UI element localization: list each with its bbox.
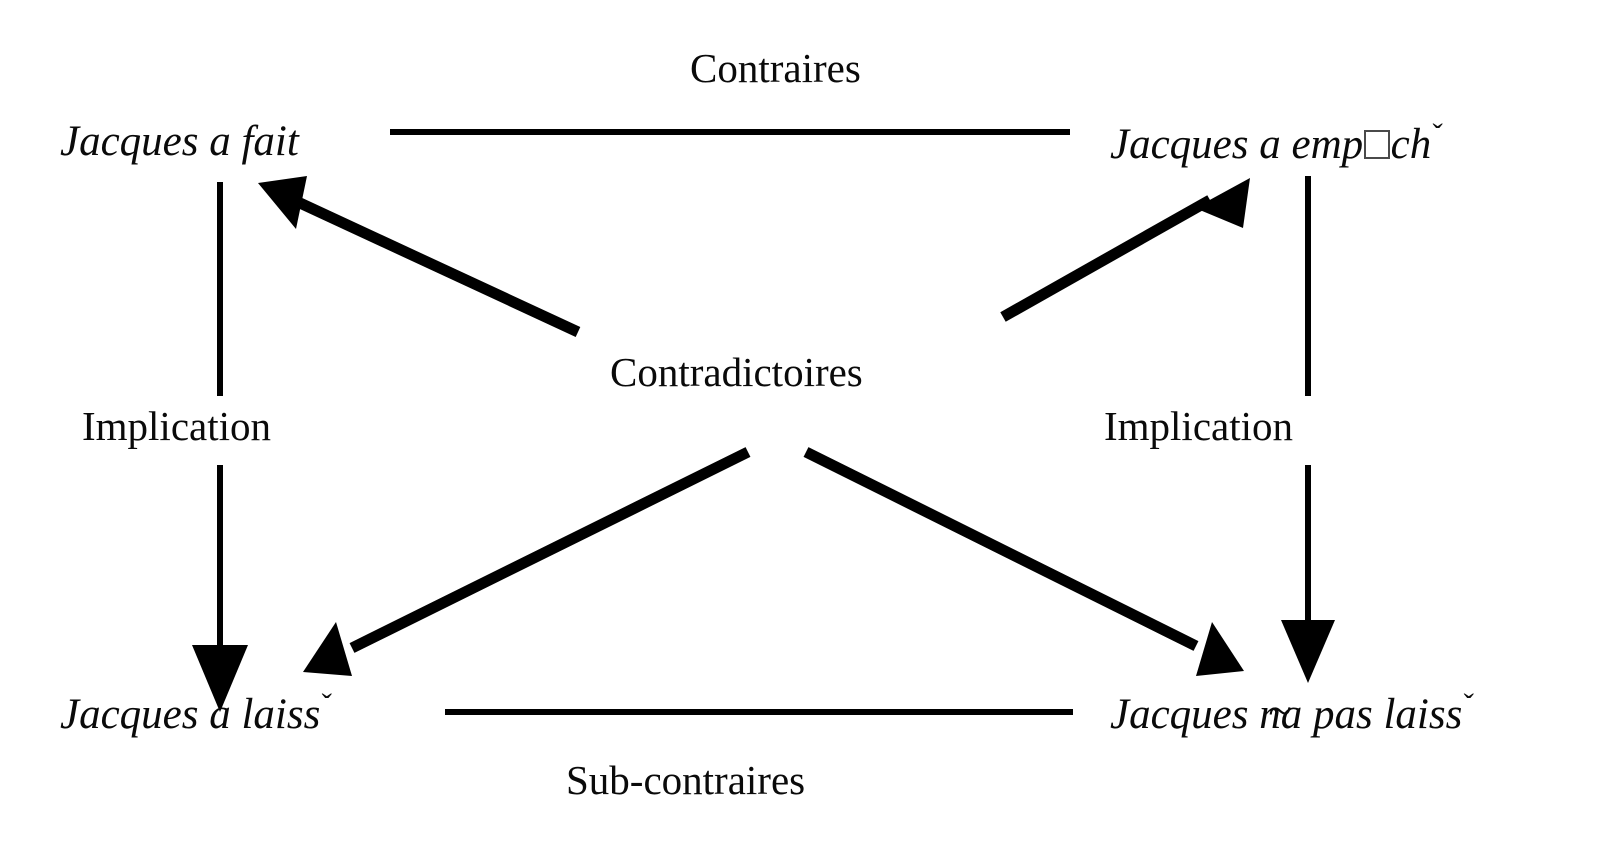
contradiction-to-top-left-arrowhead (258, 176, 307, 229)
contradiction-to-top-left-shaft (297, 198, 581, 337)
relation-label-contraries: Contraires (684, 48, 867, 89)
contradiction-to-top-right-arrowhead (1195, 178, 1250, 228)
contradiction-to-top-right-shaft (1000, 195, 1213, 322)
relation-label-implication-right: Implication (1098, 406, 1300, 447)
contradiction-to-bottom-right-shaft (803, 447, 1199, 651)
relation-label-contradictories: Contradictoires (604, 352, 869, 393)
garbled-glyph-base: a (1280, 691, 1303, 738)
contradiction-to-bottom-left-shaft (349, 447, 751, 653)
node-label-top-right-suffix: ch (1390, 121, 1432, 168)
node-label-bottom-left: Jacques a laissˇ (60, 687, 332, 738)
garbled-glyph-overlay: ~ (1267, 688, 1292, 736)
relation-label-implication-left: Implication (76, 406, 278, 447)
missing-glyph-box-icon (1364, 130, 1390, 159)
relation-label-subcontraries: Sub-contraires (560, 760, 812, 801)
garbled-apostrophe-glyph: a~ (1268, 690, 1303, 738)
contradiction-to-bottom-right-arrowhead (1196, 622, 1244, 676)
caron-accent-mark: ˇ (1432, 117, 1443, 152)
implication-left-arrowhead (192, 645, 248, 712)
caron-accent-mark: ˇ (1463, 687, 1474, 722)
node-label-bottom-right-prefix: Jacques n (1110, 691, 1281, 738)
node-label-top-left: Jacques a fait (60, 118, 299, 165)
node-label-bottom-right-middle: pas laiss (1302, 691, 1463, 738)
node-label-bottom-left-prefix: Jacques a laiss (60, 691, 321, 738)
contradiction-to-bottom-left-arrowhead (303, 622, 352, 676)
caron-accent-mark: ˇ (321, 687, 332, 722)
node-label-top-right-prefix: Jacques a emp (1110, 121, 1364, 168)
node-label-top-right: Jacques a emp chˇ (1110, 117, 1443, 168)
node-label-bottom-right: Jacques na~ pas laissˇ (1110, 687, 1474, 738)
implication-right-arrowhead (1281, 620, 1335, 683)
